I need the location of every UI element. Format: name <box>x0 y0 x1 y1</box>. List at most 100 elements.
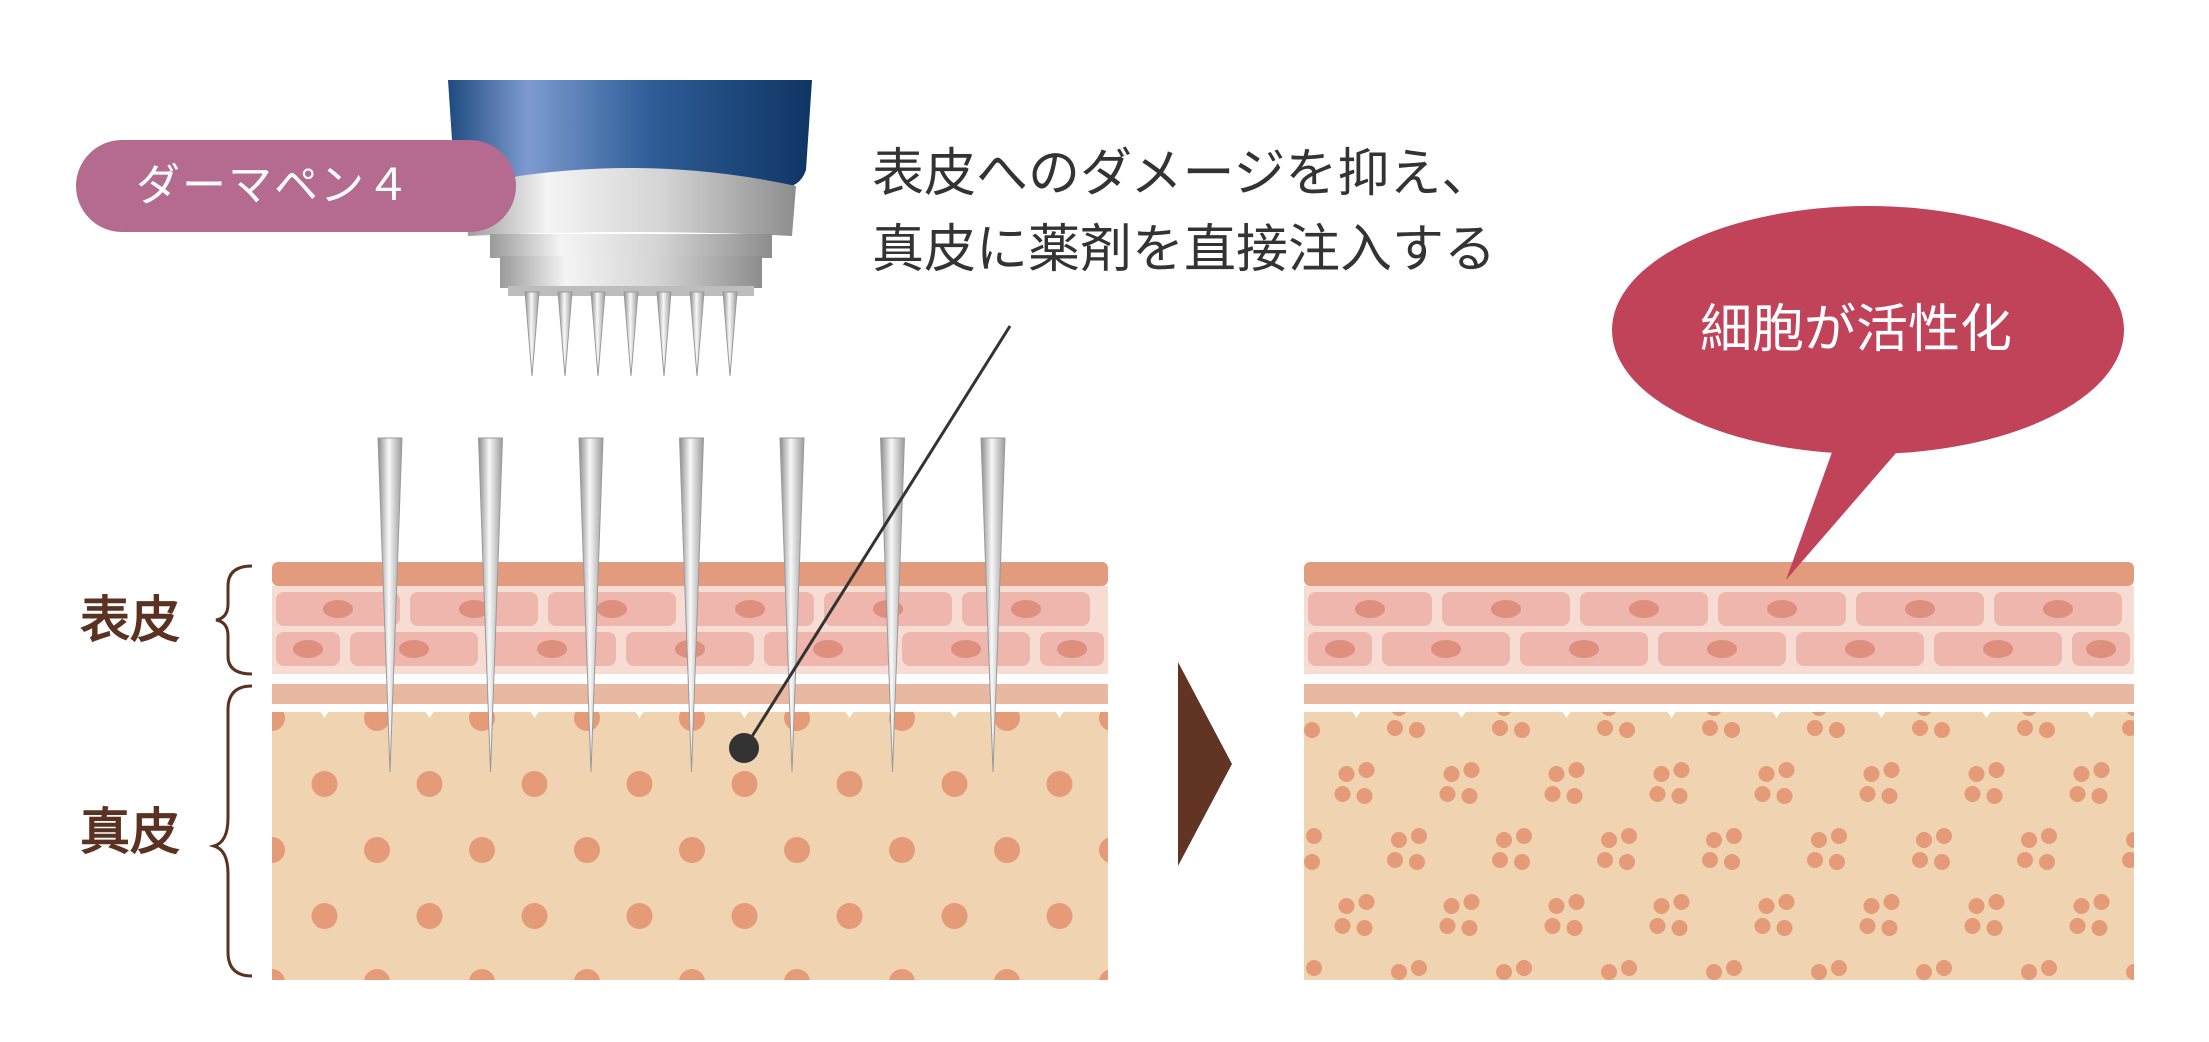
dermis-nucleus <box>1046 903 1073 929</box>
dermis-nucleus <box>1726 828 1742 844</box>
dermis-cell <box>1672 916 1776 980</box>
dermis-nucleus <box>1304 854 1320 870</box>
dermis-nucleus <box>731 771 758 797</box>
dermis-cell <box>1619 718 1724 850</box>
dermis-nucleus <box>2144 854 2160 870</box>
dermis-nucleus <box>1964 786 1981 802</box>
epidermis-nucleus <box>1325 640 1355 658</box>
dermis-nucleus <box>1934 722 1950 738</box>
dermis-nucleus <box>1724 854 1740 870</box>
dermis-nucleus <box>1514 854 1530 870</box>
dermis-nucleus <box>1568 762 1585 778</box>
dermis-nucleus <box>2093 894 2110 910</box>
dermis-cell <box>1672 712 1776 784</box>
dermis-nucleus <box>1653 766 1670 782</box>
device-label-pill <box>76 140 516 232</box>
dermis-nucleus <box>1099 969 1108 980</box>
dermis-nucleus <box>1358 762 1375 778</box>
dermis-nucleus <box>364 712 390 731</box>
dermis-nucleus <box>2021 964 2037 980</box>
dermis-nucleus <box>1916 832 1932 848</box>
dermis-nucleus <box>1968 766 1985 782</box>
dermis-cell <box>1567 784 1671 916</box>
dermis-nucleus <box>2197 788 2209 804</box>
dermis-nucleus <box>2017 852 2033 868</box>
dermis-cell <box>172 854 268 978</box>
epidermis-nucleus <box>1491 600 1521 618</box>
dermis-nucleus <box>1254 894 1270 910</box>
dermis-nucleus <box>889 712 915 731</box>
dermis-nucleus <box>2175 786 2191 802</box>
bubble-text: 細胞が活性化 <box>1700 300 2013 360</box>
dermis-nucleus <box>364 837 390 863</box>
dermis-cell <box>272 712 324 784</box>
dermis-nucleus <box>1548 898 1565 914</box>
dermis-nucleus <box>1306 960 1322 976</box>
dermis-nucleus <box>2039 986 2055 1002</box>
dermis-nucleus <box>2122 984 2138 1000</box>
device-needle <box>656 291 672 377</box>
dermis-nucleus <box>1516 960 1532 976</box>
dermis-cell <box>1514 718 1619 850</box>
dermis-nucleus <box>994 712 1020 731</box>
dermis-cell <box>1462 916 1566 980</box>
dermis-nucleus <box>2093 762 2110 778</box>
dermis-nucleus <box>2022 712 2036 716</box>
dermis-nucleus <box>1282 852 1298 868</box>
dermis-nucleus <box>2039 722 2055 738</box>
dermis-cell <box>745 916 849 980</box>
dermis-nucleus <box>2179 898 2195 914</box>
dermis-nucleus <box>1702 720 1718 736</box>
dermis-nucleus <box>1286 832 1302 848</box>
dermis-nucleus <box>1986 788 2003 804</box>
dermis-nucleus <box>2146 828 2162 844</box>
dermis-cell <box>1409 850 1514 980</box>
dermis-nucleus <box>1831 960 1847 976</box>
dermis-nucleus <box>2073 898 2090 914</box>
dermis-nucleus <box>731 903 758 929</box>
dermis-nucleus <box>1282 984 1298 1000</box>
dermis-nucleus <box>2122 720 2134 736</box>
dermis-nucleus <box>1619 722 1635 738</box>
dermis-cell <box>1304 718 1409 850</box>
dermis-nucleus <box>1201 696 1217 712</box>
dermis-cell <box>1987 784 2091 916</box>
dermis-nucleus <box>1252 920 1268 936</box>
dermis-nucleus <box>574 712 600 731</box>
dermis-nucleus <box>2179 766 2195 782</box>
microneedle <box>779 437 805 773</box>
dermis-nucleus <box>1282 720 1298 736</box>
dermis-cell <box>119 656 215 780</box>
dermis-nucleus <box>2126 964 2134 980</box>
dermis-nucleus <box>1152 771 1178 797</box>
dermis-nucleus <box>1230 786 1246 802</box>
device-needle <box>722 291 738 377</box>
dermis-nucleus <box>1234 766 1250 782</box>
dermis-nucleus <box>1621 960 1637 976</box>
dermis-cell <box>1060 918 1108 980</box>
dermis-nucleus <box>1988 762 2005 778</box>
dermis-nucleus <box>2041 828 2057 844</box>
dermis-nucleus <box>1597 852 1613 868</box>
dermis-nucleus <box>1917 712 1931 716</box>
dermis-cell <box>850 712 954 784</box>
dermis-nucleus <box>1724 722 1740 738</box>
skin-needles <box>377 437 1006 773</box>
dermis-nucleus <box>1863 898 1880 914</box>
dermis-nucleus <box>1859 786 1876 802</box>
dermis-nucleus <box>1829 722 1845 738</box>
skin-before <box>119 562 1213 980</box>
epidermis-nucleus <box>459 600 489 618</box>
dermis-cell <box>640 916 744 980</box>
dermis-nucleus <box>1621 828 1637 844</box>
dermis-cell <box>1567 916 1671 980</box>
dermis-cell <box>1117 854 1213 978</box>
transition-arrow <box>1178 662 1232 866</box>
dermis-nucleus <box>1671 920 1688 936</box>
dermis-nucleus <box>272 969 285 980</box>
dermis-nucleus <box>1807 852 1823 868</box>
dermis-nucleus <box>941 903 968 929</box>
dermis-nucleus <box>1338 898 1355 914</box>
device-needle <box>557 291 573 377</box>
dermis-cell <box>1357 712 1461 784</box>
